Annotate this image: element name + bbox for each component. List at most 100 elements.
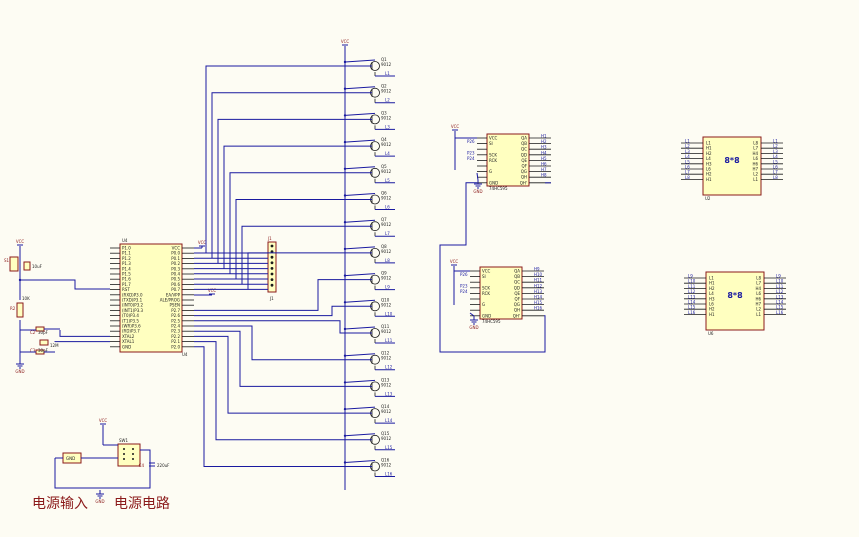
mcu-left-pin-label: XTAL2: [122, 334, 135, 339]
emitter-wire: [344, 86, 376, 90]
mcu-left-pin-label: GND: [122, 344, 131, 349]
led-matrix-1-inner-left: H3: [706, 161, 712, 166]
junction-dot: [343, 247, 347, 251]
power-input-label: 电源输入: [32, 496, 88, 512]
emitter-wire: [344, 273, 376, 277]
vcc-label: VCC: [450, 259, 459, 264]
transistor-line-label: L7: [385, 231, 390, 236]
led-matrix-1-inner-left: L1: [706, 141, 711, 146]
shift-register-1-net-out: H1: [541, 134, 547, 139]
shift-register-1-ref: 74HC595: [489, 186, 508, 191]
shift-register-1-left-pin-label: GND: [489, 180, 498, 185]
crystal-y1: [39, 339, 49, 346]
mcu-right-pin-label: ALE/PROG: [160, 298, 180, 303]
shift-register-1-net-in: P24: [467, 156, 475, 161]
wire: [205, 65, 372, 253]
capacitor-c1: [23, 261, 31, 271]
reset-btn-ref: S1: [4, 258, 10, 263]
transistor-model: 9012: [381, 382, 392, 387]
led-matrix-2-left-net: L13: [688, 294, 696, 299]
wire: [439, 182, 546, 353]
emitter-wire: [344, 139, 376, 143]
junction-dot: [343, 274, 347, 277]
shift-register-2-right-pin-label: QE: [514, 291, 520, 296]
led-matrix-2-inner-left: H3: [709, 296, 715, 301]
transistor-line-label: L13: [385, 391, 393, 396]
led-matrix-1-inner-right: H7: [752, 167, 758, 172]
c4-value: 220uF: [157, 463, 170, 468]
shift-register-2-right-pin-label: QA: [514, 269, 520, 274]
wire: [454, 131, 477, 139]
junction-dot: [343, 461, 347, 464]
mcu-left-pin-label: (INT1)P3.3: [122, 308, 144, 313]
vcc-label: VCC: [198, 240, 207, 245]
mcu-left-pin-label: P1.2: [122, 256, 131, 261]
header-pin: [270, 267, 274, 270]
mcu-left-pin-label: P1.0: [122, 246, 131, 251]
mcu-right-pin-label: P2.7: [171, 308, 180, 313]
led-matrix-2-body: [705, 271, 765, 331]
transistor-model: 9012: [381, 169, 392, 174]
shift-register-2-net-in: P23: [460, 283, 468, 288]
transistor-ref: Q16: [381, 458, 390, 463]
junction-dot: [343, 194, 347, 197]
led-matrix-2-inner-left: L1: [709, 276, 714, 281]
shift-register-2-right-pin-label: QH': [513, 313, 520, 318]
mcu-right-pin-label: P2.2: [171, 334, 180, 339]
shift-register-1-right-pin-label: QE: [521, 158, 527, 163]
vcc-label: VCC: [451, 124, 460, 129]
wire: [194, 320, 372, 334]
c3-ref: C3: [30, 348, 36, 353]
transistor-ref: Q9: [381, 271, 387, 276]
c1-value: 10uF: [32, 264, 43, 269]
shift-register-2-right-pin-label: QD: [514, 285, 520, 290]
transistor-ref: Q11: [381, 324, 390, 329]
mcu-right-pin-label: P2.3: [171, 329, 180, 334]
transistor-line-label: L14: [385, 418, 393, 423]
mcu-left-pin-label: (INT0)P3.2: [122, 303, 144, 308]
shift-register-1-net-out: H7: [541, 167, 547, 172]
led-matrix-1-inner-left: L4: [706, 156, 711, 161]
mcu-left-pin-label: RST: [122, 287, 130, 292]
transistor-ref: Q8: [381, 244, 387, 249]
mcu-left-pin-label: P1.6: [122, 277, 131, 282]
led-matrix-2-inner-right: H6: [755, 296, 761, 301]
shift-register-1-net-out: H4: [541, 150, 547, 155]
junction-dot: [343, 114, 347, 117]
transistor-ref: Q7: [381, 217, 387, 222]
led-matrix-2-left-net: L10: [688, 279, 696, 284]
c2-value: 30pF: [38, 330, 49, 335]
shift-register-2-right-pin-label: QC: [514, 280, 520, 285]
shift-register-1-net-out: H5: [541, 156, 547, 161]
mcu-left-pin-label: XTAL1: [122, 339, 135, 344]
transistor-ref: Q14: [381, 404, 390, 409]
mcu-right-pin-label: PSEN: [170, 303, 180, 308]
wire: [54, 458, 151, 489]
mcu-right-pin-label: P0.0: [171, 251, 180, 256]
jack-pin-label: GND: [66, 456, 75, 461]
shift-register-2-right-pin-label: QB: [514, 274, 520, 279]
mcu-right-pin-label: P0.4: [171, 272, 180, 277]
header-pin: [270, 244, 274, 248]
shift-register-1-left-pin-label: SI: [489, 141, 493, 146]
transistor-ref: Q2: [381, 84, 387, 89]
mcu-right-pin-label: P2.4: [171, 324, 180, 329]
transistor-ref: Q4: [381, 137, 387, 142]
transistor-line-label: L15: [385, 445, 393, 450]
transistor-line-label: L2: [385, 98, 390, 103]
emitter-wire: [344, 112, 376, 116]
switch-pin: [123, 448, 125, 450]
mcu-right-pin-label: P0.2: [171, 261, 180, 266]
mcu-right-pin-label: P0.7: [171, 287, 180, 292]
wire: [194, 335, 372, 414]
transistor-line-label: L9: [385, 285, 390, 290]
led-matrix-1-inner-right: L2: [753, 172, 758, 177]
shift-register-1-net-out: H3: [541, 145, 547, 150]
led-matrix-1-right-net: L1: [773, 139, 778, 144]
led-matrix-1-left-net: L7: [685, 170, 690, 175]
wire: [217, 118, 372, 264]
c2-ref: C2: [30, 330, 36, 335]
mcu-left-pin-label: (RD)P3.7: [122, 329, 140, 334]
led-matrix-1-title: 8*8: [724, 156, 740, 165]
led-matrix-1-body: [702, 136, 762, 196]
